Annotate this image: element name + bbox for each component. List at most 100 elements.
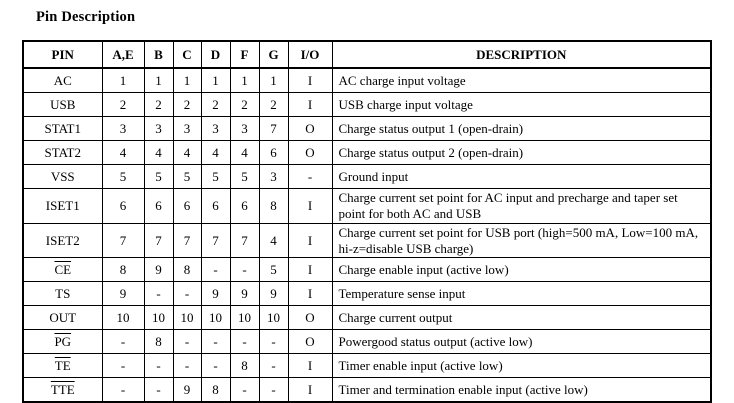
io-cell: I (287, 188, 333, 224)
description-cell: Charge enable input (active low) (331, 257, 712, 283)
pin-number-cell: 9 (258, 281, 289, 307)
pin-number-cell: 5 (101, 164, 145, 189)
pin-name: TS (55, 286, 71, 301)
pin-number-cell: 3 (172, 116, 202, 141)
pin-name-cell: ISET2 (22, 222, 103, 259)
pin-name-cell: STAT2 (22, 140, 103, 165)
description-cell: Charge status output 2 (open-drain) (331, 140, 712, 165)
pin-name-cell: USB (22, 92, 103, 117)
pin-number-cell: 8 (143, 329, 174, 355)
column-header-description: DESCRIPTION (331, 40, 712, 69)
description-cell: AC charge input voltage (331, 67, 712, 93)
pin-number-cell: 9 (143, 257, 174, 283)
pin-number-cell: - (172, 353, 202, 379)
pin-number-cell: 7 (200, 222, 231, 259)
pin-number-cell: 10 (172, 305, 202, 331)
pin-number-cell: 5 (172, 164, 202, 189)
pin-number-cell: 7 (143, 222, 174, 259)
pin-number-cell: 1 (258, 67, 289, 93)
pin-number-cell: - (172, 329, 202, 355)
pin-number-cell: 3 (143, 116, 174, 141)
column-header-f: F (229, 40, 260, 69)
column-header-a-e: A,E (101, 40, 145, 69)
io-cell: I (287, 67, 333, 93)
pin-number-cell: 3 (258, 164, 289, 189)
pin-number-cell: 10 (143, 305, 174, 331)
pin-name: PG (54, 334, 72, 349)
pin-number-cell: 9 (229, 281, 260, 307)
pin-number-cell: 7 (258, 116, 289, 141)
pin-number-cell: 8 (258, 188, 289, 224)
pin-number-cell: 10 (258, 305, 289, 331)
pin-number-cell: 4 (101, 140, 145, 165)
pin-number-cell: 1 (172, 67, 202, 93)
io-cell: O (287, 329, 333, 355)
pin-number-cell: - (101, 329, 145, 355)
pin-number-cell: - (101, 377, 145, 403)
pin-number-cell: - (229, 377, 260, 403)
pin-number-cell: 4 (200, 140, 231, 165)
io-cell: I (287, 377, 333, 403)
pin-number-cell: - (258, 329, 289, 355)
io-cell: I (287, 257, 333, 283)
column-header-g: G (258, 40, 289, 69)
pin-name-cell: VSS (22, 164, 103, 189)
column-header-b: B (143, 40, 174, 69)
page-title: Pin Description (36, 9, 136, 25)
pin-number-cell: 2 (143, 92, 174, 117)
pin-name-cell: TS (22, 281, 103, 307)
pin-number-cell: 1 (101, 67, 145, 93)
io-cell: I (287, 222, 333, 259)
pin-number-cell: 6 (172, 188, 202, 224)
pin-number-cell: 6 (200, 188, 231, 224)
pin-number-cell: 2 (172, 92, 202, 117)
pin-number-cell: 9 (101, 281, 145, 307)
pin-number-cell: 10 (101, 305, 145, 331)
pin-number-cell: 5 (229, 164, 260, 189)
pin-number-cell: 8 (101, 257, 145, 283)
pin-name-cell: STAT1 (22, 116, 103, 141)
pin-number-cell: 10 (200, 305, 231, 331)
pin-number-cell: 5 (258, 257, 289, 283)
pin-number-cell: - (229, 257, 260, 283)
pin-number-cell: - (172, 281, 202, 307)
description-cell: Charge current set point for AC input an… (331, 188, 712, 224)
pin-number-cell: 4 (143, 140, 174, 165)
pin-number-cell: 3 (229, 116, 260, 141)
pin-name: TTE (50, 382, 75, 397)
description-cell: Charge current output (331, 305, 712, 331)
description-cell: Charge status output 1 (open-drain) (331, 116, 712, 141)
pin-number-cell: 3 (101, 116, 145, 141)
pin-number-cell: 6 (229, 188, 260, 224)
pin-number-cell: 1 (143, 67, 174, 93)
pin-number-cell: - (258, 353, 289, 379)
pin-name-cell: AC (22, 67, 103, 93)
pin-name: OUT (49, 310, 77, 325)
pin-number-cell: - (101, 353, 145, 379)
pin-name-cell: CE (22, 257, 103, 283)
pin-name-cell: OUT (22, 305, 103, 331)
pin-name: ISET1 (45, 197, 80, 213)
io-cell: - (287, 164, 333, 189)
pin-number-cell: - (143, 281, 174, 307)
pin-name: STAT2 (44, 144, 82, 160)
description-cell: Timer enable input (active low) (331, 353, 712, 379)
pin-name: TE (54, 358, 71, 373)
io-cell: O (287, 116, 333, 141)
pin-number-cell: 8 (172, 257, 202, 283)
pin-number-cell: - (258, 377, 289, 403)
pin-number-cell: 5 (200, 164, 231, 189)
pin-name-cell: TE (22, 353, 103, 379)
column-header-pin: PIN (22, 40, 103, 69)
pin-number-cell: 7 (172, 222, 202, 259)
pin-name-cell: TTE (22, 377, 103, 403)
column-header-i-o: I/O (287, 40, 333, 69)
